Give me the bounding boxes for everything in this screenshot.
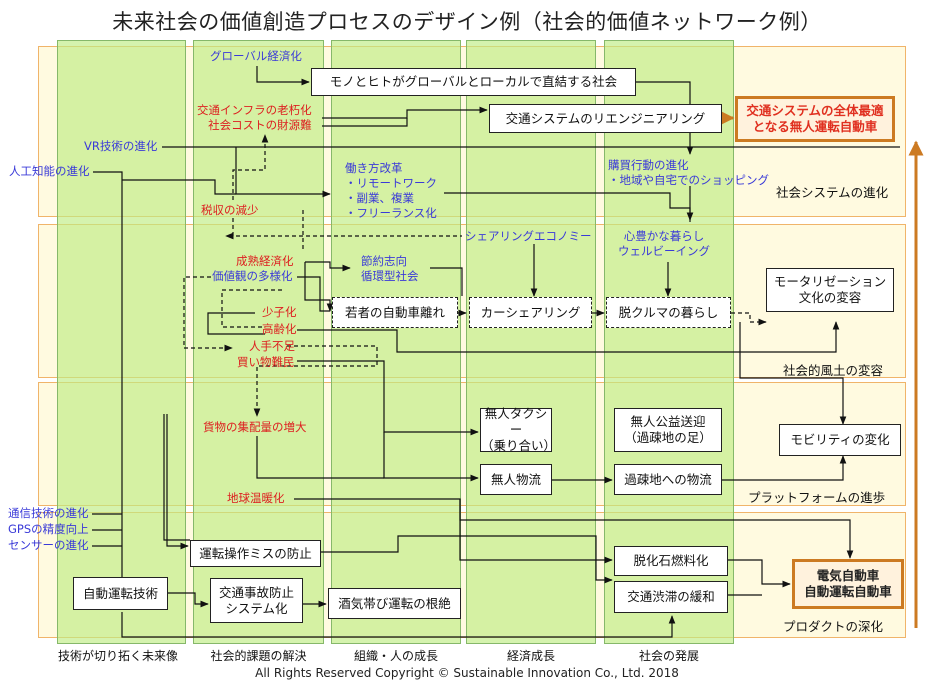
label-setsuyaku: 節約志向 循環型社会: [361, 254, 419, 283]
label-gps: GPSの精度向上: [8, 522, 89, 536]
box-datsu-sekitan: 脱化石燃料化: [614, 546, 728, 576]
column-economy: [466, 40, 596, 644]
label-infra: 交通インフラの老朽化 社会コストの財源難: [197, 103, 312, 132]
label-ai: 人工知能の進化: [9, 164, 90, 178]
column-label-economy: 経済成長: [506, 649, 555, 663]
label-sharing: シェアリングエコノミー: [465, 229, 592, 243]
label-hatarakikata: 働き方改革 ・リモートワーク ・副業、複業 ・フリーランス化: [345, 161, 437, 220]
box-carshare: カーシェアリング: [469, 297, 592, 328]
box-jiko-boshi: 交通事故防止 システム化: [210, 578, 303, 623]
box-mujin-taxi: 無人タクシー （乗り合い）: [480, 406, 557, 453]
label-vr: VR技術の進化: [84, 139, 158, 153]
label-kachikan: 価値観の多様化: [212, 269, 293, 283]
column-label-technology: 技術が切り拓く未来像: [57, 649, 178, 663]
box-kaso-butsuryu: 過疎地への物流: [614, 464, 722, 495]
box-sakeke: 酒気帯び運転の根絶: [328, 588, 461, 619]
box-mujin-koeki: 無人公益送迎 （過疎地の足）: [614, 408, 722, 452]
box-unten-miss: 運転操作ミスの防止: [190, 540, 321, 567]
label-yutaka: 心豊かな暮らし ウェルビーイング: [618, 229, 710, 258]
column-label-social-issues: 社会的課題の解決: [210, 649, 307, 663]
label-global: グローバル経済化: [210, 49, 302, 63]
band-label-platform: プラットフォームの進歩: [748, 490, 886, 505]
copyright: All Rights Reserved Copyright © Sustaina…: [255, 666, 679, 680]
label-sensor: センサーの進化: [8, 538, 89, 552]
box-jido-unten: 自動運転技術: [73, 577, 168, 610]
box-zentai-saiteki: 交通システムの全体最適 となる無人運転自動車: [735, 96, 895, 142]
box-datsu-kuruma: 脱クルマの暮らし: [606, 297, 731, 328]
box-mono-hito: モノとヒトがグローバルとローカルで直結する社会: [311, 68, 636, 96]
band-label-social-system: 社会システムの進化: [776, 185, 889, 200]
label-zeishu: 税収の減少: [201, 203, 259, 217]
box-denki-jido: 電気自動車 自動運転自動車: [792, 559, 904, 609]
label-tsushin: 通信技術の進化: [8, 506, 89, 520]
box-wakamono: 若者の自動車離れ: [332, 297, 458, 328]
column-society: [604, 40, 734, 644]
label-kobai: 購買行動の進化 ・地域や自宅でのショッピング: [608, 158, 769, 187]
band-label-product: プロダクトの深化: [783, 619, 884, 634]
box-kotsu-reengineering: 交通システムのリエンジニアリング: [489, 104, 722, 133]
band-label-social-climate: 社会的風土の変容: [783, 363, 884, 378]
label-kaimono: 買い物難民: [237, 355, 295, 369]
box-mobility: モビリティの変化: [779, 424, 901, 456]
label-koreika: 高齢化: [262, 322, 297, 336]
box-motorization: モータリゼーション 文化の変容: [766, 268, 894, 312]
column-label-organization: 組織・人の成長: [353, 649, 438, 663]
label-ondanka: 地球温暖化: [227, 491, 285, 505]
box-mujin-butsuryu: 無人物流: [480, 464, 552, 495]
page-title: 未来社会の価値創造プロセスのデザイン例（社会的価値ネットワーク例）: [112, 10, 822, 34]
box-jutai: 交通渋滞の緩和: [614, 581, 728, 613]
label-hitode: 人手不足: [249, 339, 295, 353]
column-organization: [331, 40, 461, 644]
label-shoshika: 少子化: [262, 305, 297, 319]
label-kamotsu: 貨物の集配量の増大: [203, 420, 307, 434]
column-label-society: 社会の発展: [638, 649, 699, 663]
label-seijuku: 成熟経済化: [236, 254, 294, 268]
